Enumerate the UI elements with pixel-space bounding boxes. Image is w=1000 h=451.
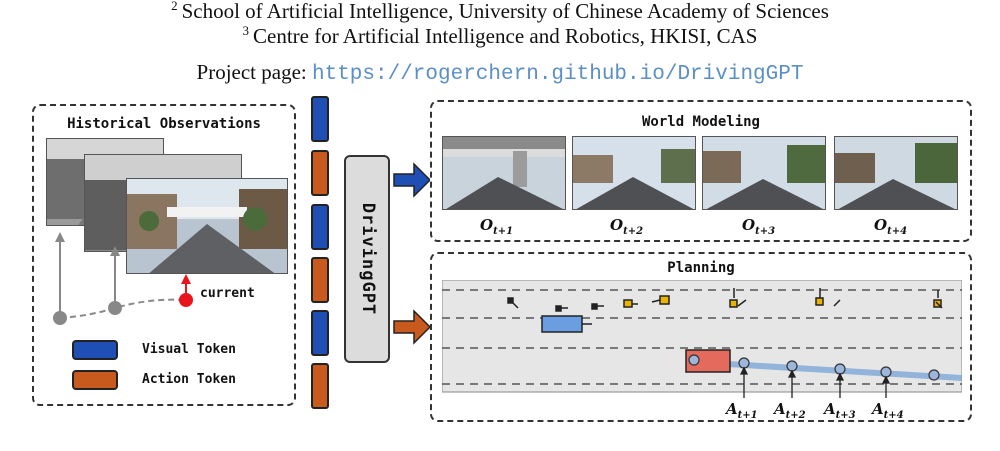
- project-page-line: Project page: https://rogerchern.github.…: [196, 60, 804, 86]
- future-frame-3: [702, 136, 826, 210]
- history-point-1: [53, 311, 67, 325]
- arrow-to-planning: [393, 309, 432, 345]
- historical-observations-panel: Historical Observations: [32, 104, 296, 406]
- history-point-2: [108, 301, 122, 315]
- action-token-legend: Action Token: [142, 372, 236, 387]
- current-label: current: [200, 286, 255, 301]
- label-a-t4: At+4: [872, 400, 904, 421]
- model-name: DrivingGPT: [358, 202, 378, 316]
- action-token-3: [311, 363, 329, 409]
- future-frame-2: [572, 136, 696, 210]
- drivinggpt-model-block: DrivingGPT: [344, 155, 390, 363]
- world-modeling-panel: World Modeling Ot+1 Ot+2 Ot+3 Ot+4: [430, 100, 972, 242]
- planning-title: Planning: [667, 260, 735, 276]
- future-frame-4: [834, 136, 958, 210]
- project-url-link[interactable]: https://rogerchern.github.io/DrivingGPT: [311, 63, 804, 86]
- future-frame-1: [442, 136, 566, 210]
- historical-title: Historical Observations: [67, 116, 261, 132]
- current-point: [179, 293, 193, 307]
- label-o-t1: Ot+1: [480, 216, 514, 237]
- action-token-1: [311, 150, 329, 196]
- action-token-2: [311, 257, 329, 303]
- visual-token-3: [311, 310, 329, 356]
- label-a-t3: At+3: [824, 400, 856, 421]
- label-o-t4: Ot+4: [874, 216, 908, 237]
- arrow-to-world-modeling: [393, 162, 432, 198]
- label-o-t3: Ot+3: [742, 216, 776, 237]
- visual-token-2: [311, 204, 329, 250]
- label-a-t2: At+2: [774, 400, 806, 421]
- visual-token-legend: Visual Token: [142, 342, 236, 357]
- label-o-t2: Ot+2: [610, 216, 644, 237]
- label-a-t1: At+1: [726, 400, 758, 421]
- planning-bev-map: [442, 280, 962, 398]
- visual-token-1: [311, 96, 329, 142]
- visual-token-swatch: [72, 340, 118, 360]
- action-token-swatch: [72, 370, 118, 390]
- planning-panel: Planning: [430, 252, 972, 422]
- current-frame: [126, 178, 288, 274]
- world-modeling-title: World Modeling: [641, 114, 760, 130]
